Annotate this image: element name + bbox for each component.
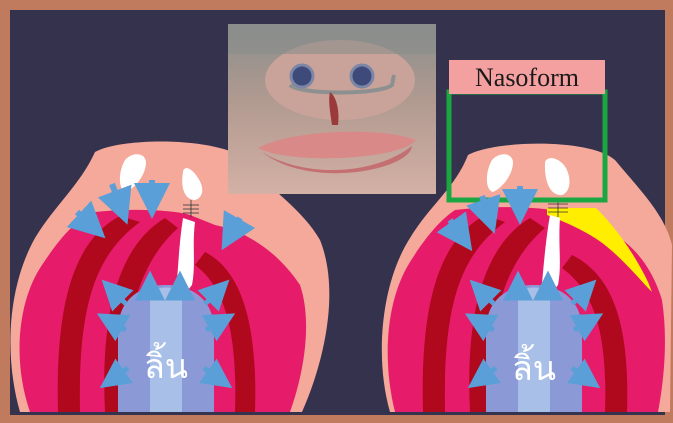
left-tongue-label: ลิ้น: [144, 342, 188, 387]
right-tongue-label: ลิ้น: [512, 344, 556, 389]
photo-blurred-top: [228, 24, 436, 54]
clinical-photo: [228, 24, 436, 194]
nasoform-label: Nasoform: [475, 63, 579, 92]
photo-nostril-ring-left: [291, 65, 313, 87]
photo-nostril-ring-right: [351, 65, 373, 87]
